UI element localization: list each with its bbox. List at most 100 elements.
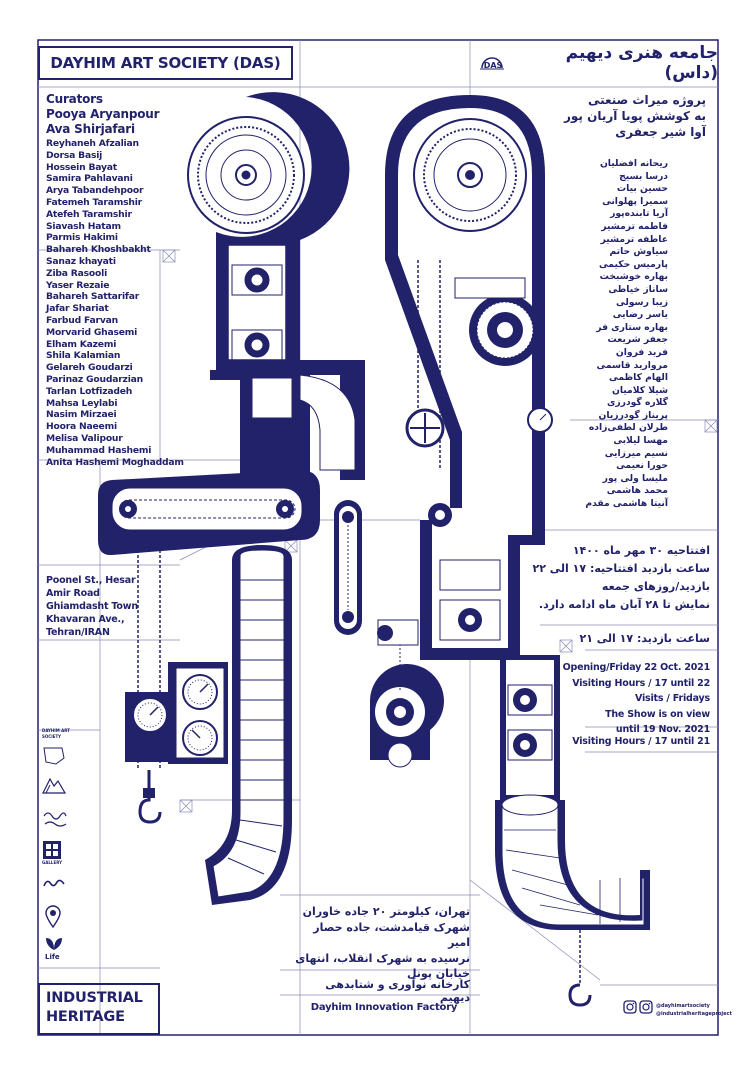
address-fa: تهران، کیلومتر ۲۰ جاده خاوران شهرک قیامد… (292, 904, 470, 982)
list-item: سمیرا پهلوانی (602, 195, 668, 207)
list-item: Atefeh Taramshir (46, 208, 132, 220)
address-line: Ghiamdasht Town (46, 601, 138, 612)
visiting-hours-fa: ساعت بازدید: ۱۷ الی ۲۱ (579, 632, 710, 645)
list-item: Hossein Bayat (46, 161, 117, 173)
list-item: Dorsa Basij (46, 149, 103, 161)
dayhim-logo-text: DAYHIM ART SOCIETY (42, 728, 70, 739)
list-item: Jafar Shariat (46, 303, 109, 315)
title-line: INDUSTRIAL (46, 990, 143, 1006)
list-item: ملیسا ولی پور (602, 472, 668, 484)
script-logo-icon (43, 879, 65, 887)
list-item: Anita Hashemi Moghaddam (46, 456, 184, 468)
social-handle[interactable]: @industrialheritageproject (656, 1011, 732, 1017)
list-item: سیاوش حاتم (609, 246, 668, 258)
list-item: آنیتا هاشمی مقدم (585, 498, 668, 510)
list-item: Sanaz khayati (46, 255, 116, 267)
list-item: طرلان لطفی‌زاده (588, 422, 668, 434)
opening-info-fa: افتتاحیه ۳۰ مهر ماه ۱۴۰۰ ساعت بازدید افت… (510, 542, 710, 614)
list-item: Morvarid Ghasemi (46, 326, 138, 338)
list-item: ساناز خیاطی (608, 283, 668, 295)
instagram-icon (623, 1000, 637, 1014)
list-item: Siavash Hatam (46, 220, 121, 232)
social-handles-text: @dayhimartsociety @industrialheritagepro… (656, 1002, 732, 1018)
calligraphy-logo-icon (43, 812, 67, 827)
list-item: Yaser Rezaie (46, 279, 110, 291)
project-line: آوا شیر جعفری (615, 125, 706, 139)
list-item: جعفر شریعت (607, 334, 668, 346)
list-item: Ziba Rasooli (46, 267, 108, 279)
list-item: Melisa Valipour (46, 432, 123, 444)
address-line: Tehran/IRAN (46, 627, 110, 638)
list-item: Parmis Hakimi (46, 232, 118, 244)
opening-info-en: Opening/Friday 22 Oct. 2021 Visiting Hou… (550, 660, 711, 738)
list-item: آریا تابنده‌پور (610, 208, 668, 220)
life-logo-text: Life (45, 953, 60, 961)
list-item: مروارید قاسمی (596, 359, 668, 371)
list-item: Bahareh Sattarifar (46, 291, 140, 303)
address-en: Poonel St., Hesar Amir Road Ghiamdasht T… (46, 574, 138, 639)
list-item: نسیم میرزایی (604, 447, 668, 459)
das-logo-icon (480, 57, 504, 70)
list-item: درسا بسیج (619, 170, 668, 182)
list-item: شیلا کلامیان (611, 384, 668, 396)
list-item: بهاره ستاری فر (596, 321, 668, 333)
address-line: Khavaran Ave., (46, 614, 125, 625)
curator-name: Pooya Aryanpour (46, 107, 160, 121)
gallery-logo-text: GALLERY (42, 860, 62, 865)
list-item: حسین بیات (616, 183, 668, 195)
social-handle[interactable]: @dayhimartsociety (656, 1003, 710, 1009)
opening-line: The Show is on view (605, 708, 710, 720)
list-item: محمد هاشمی (606, 485, 668, 497)
list-item: Muhammad Hashemi (46, 444, 152, 456)
list-item: زیبا رسولی (616, 296, 668, 308)
opening-line: Visits / Fridays (634, 693, 710, 704)
address-line: شهرک قیامدشت، جاده حصار امیر (313, 920, 470, 950)
society-title-en: DAYHIM ART SOCIETY (DAS) (38, 46, 293, 80)
list-item: Tarlan Lotfizadeh (46, 385, 133, 397)
list-item: Reyhaneh Afzalian (46, 138, 139, 149)
list-item: Hoora Naeemi (46, 421, 117, 433)
sponsor-logos: DAYHIM ART SOCIETY GALLERY Life (42, 728, 82, 968)
visiting-hours-en: Visiting Hours / 17 until 21 (572, 736, 710, 747)
list-item: Shila Kalamian (46, 350, 121, 362)
gallery-logo-icon (43, 841, 61, 859)
list-item: Mahsa Leylabi (46, 397, 118, 409)
opening-line: ساعت بازدید افتتاحیه: ۱۷ الی ۲۲ (532, 562, 710, 575)
project-title-fa: پروژه میراث صنعتی به کوشش پویا آریان پور… (486, 92, 706, 140)
list-item: بهاره خوشبخت (599, 271, 668, 283)
opening-line: افتتاحیه ۳۰ مهر ماه ۱۴۰۰ (572, 544, 710, 557)
project-line: به کوشش پویا آریان پور (563, 109, 706, 123)
society-title-fa: جامعه هنری دیهیم (داس) (565, 43, 718, 83)
opening-line: Opening/Friday 22 Oct. 2021 (562, 662, 711, 673)
list-item: عاطفه ترمشیر (600, 233, 668, 245)
social-handles (617, 998, 718, 1024)
opening-line: بازدید/روزهای جمعه (601, 580, 710, 593)
list-item: حورا نعیمی (616, 460, 668, 472)
list-item: یاسر رضایی (612, 309, 668, 321)
opening-line: Visiting Hours / 17 until 22 (572, 677, 710, 689)
artists-list-fa: ریحانه افضلیان درسا بسیج حسین بیات سمیرا… (528, 158, 668, 511)
list-item: الهام کاظمی (609, 372, 668, 384)
list-item: Gelareh Goudarzi (46, 362, 133, 374)
list-item: Arya Tabandehpoor (46, 185, 144, 197)
title-line: HERITAGE (46, 1009, 125, 1025)
list-item: Nasim Mirzaei (46, 409, 117, 421)
opening-line: نمایش تا ۲۸ آبان ماه ادامه دارد. (538, 598, 710, 611)
list-item: گلاره گودرزی (606, 397, 668, 409)
curators-block: Curators Pooya Aryanpour Ava Shirjafari (46, 92, 160, 137)
address-line: Amir Road (46, 588, 100, 599)
list-item: Elham Kazemi (46, 338, 117, 350)
address-line: Poonel St., Hesar (46, 575, 136, 586)
factory-name-fa: کارخانه نوآوری و شتابدهی دیهیم (325, 978, 470, 1004)
location-pin-icon (45, 905, 61, 928)
curator-name: Ava Shirjafari (46, 122, 135, 136)
das-logo-text: DAS (483, 61, 503, 70)
opening-line: until 19 Nov. 2021 (615, 724, 710, 735)
address-line: نرسیده به شهرک انقلاب، انتهای (295, 951, 470, 965)
leaf-logo-icon (46, 938, 62, 950)
industrial-heritage-title: INDUSTRIAL HERITAGE (38, 983, 160, 1035)
list-item: فربد فروان (615, 346, 668, 358)
factory-name-en: Dayhim Innovation Factory (310, 1002, 458, 1013)
list-item: Parinaz Goudarzian (46, 373, 143, 385)
